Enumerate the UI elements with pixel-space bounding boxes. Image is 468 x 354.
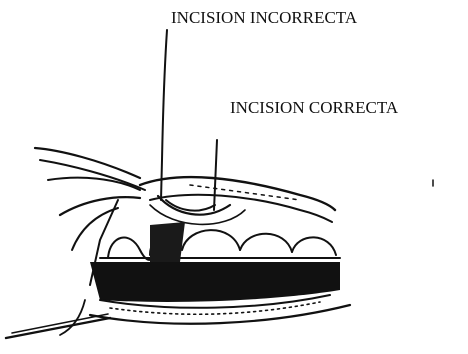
incision-flap <box>150 196 245 224</box>
probe-instrument <box>6 318 110 338</box>
incorrect-incision-label: INCISION INCORRECTA <box>171 9 357 26</box>
upper-teeth <box>100 230 340 260</box>
cheek-retractor <box>48 178 140 335</box>
lower-gum-shaded <box>90 222 340 302</box>
incorrect-incision-pointer <box>161 30 167 200</box>
correct-incision-label: INCISION CORRECTA <box>230 99 398 116</box>
upper-lip <box>35 148 335 222</box>
correct-incision-pointer <box>214 140 217 210</box>
